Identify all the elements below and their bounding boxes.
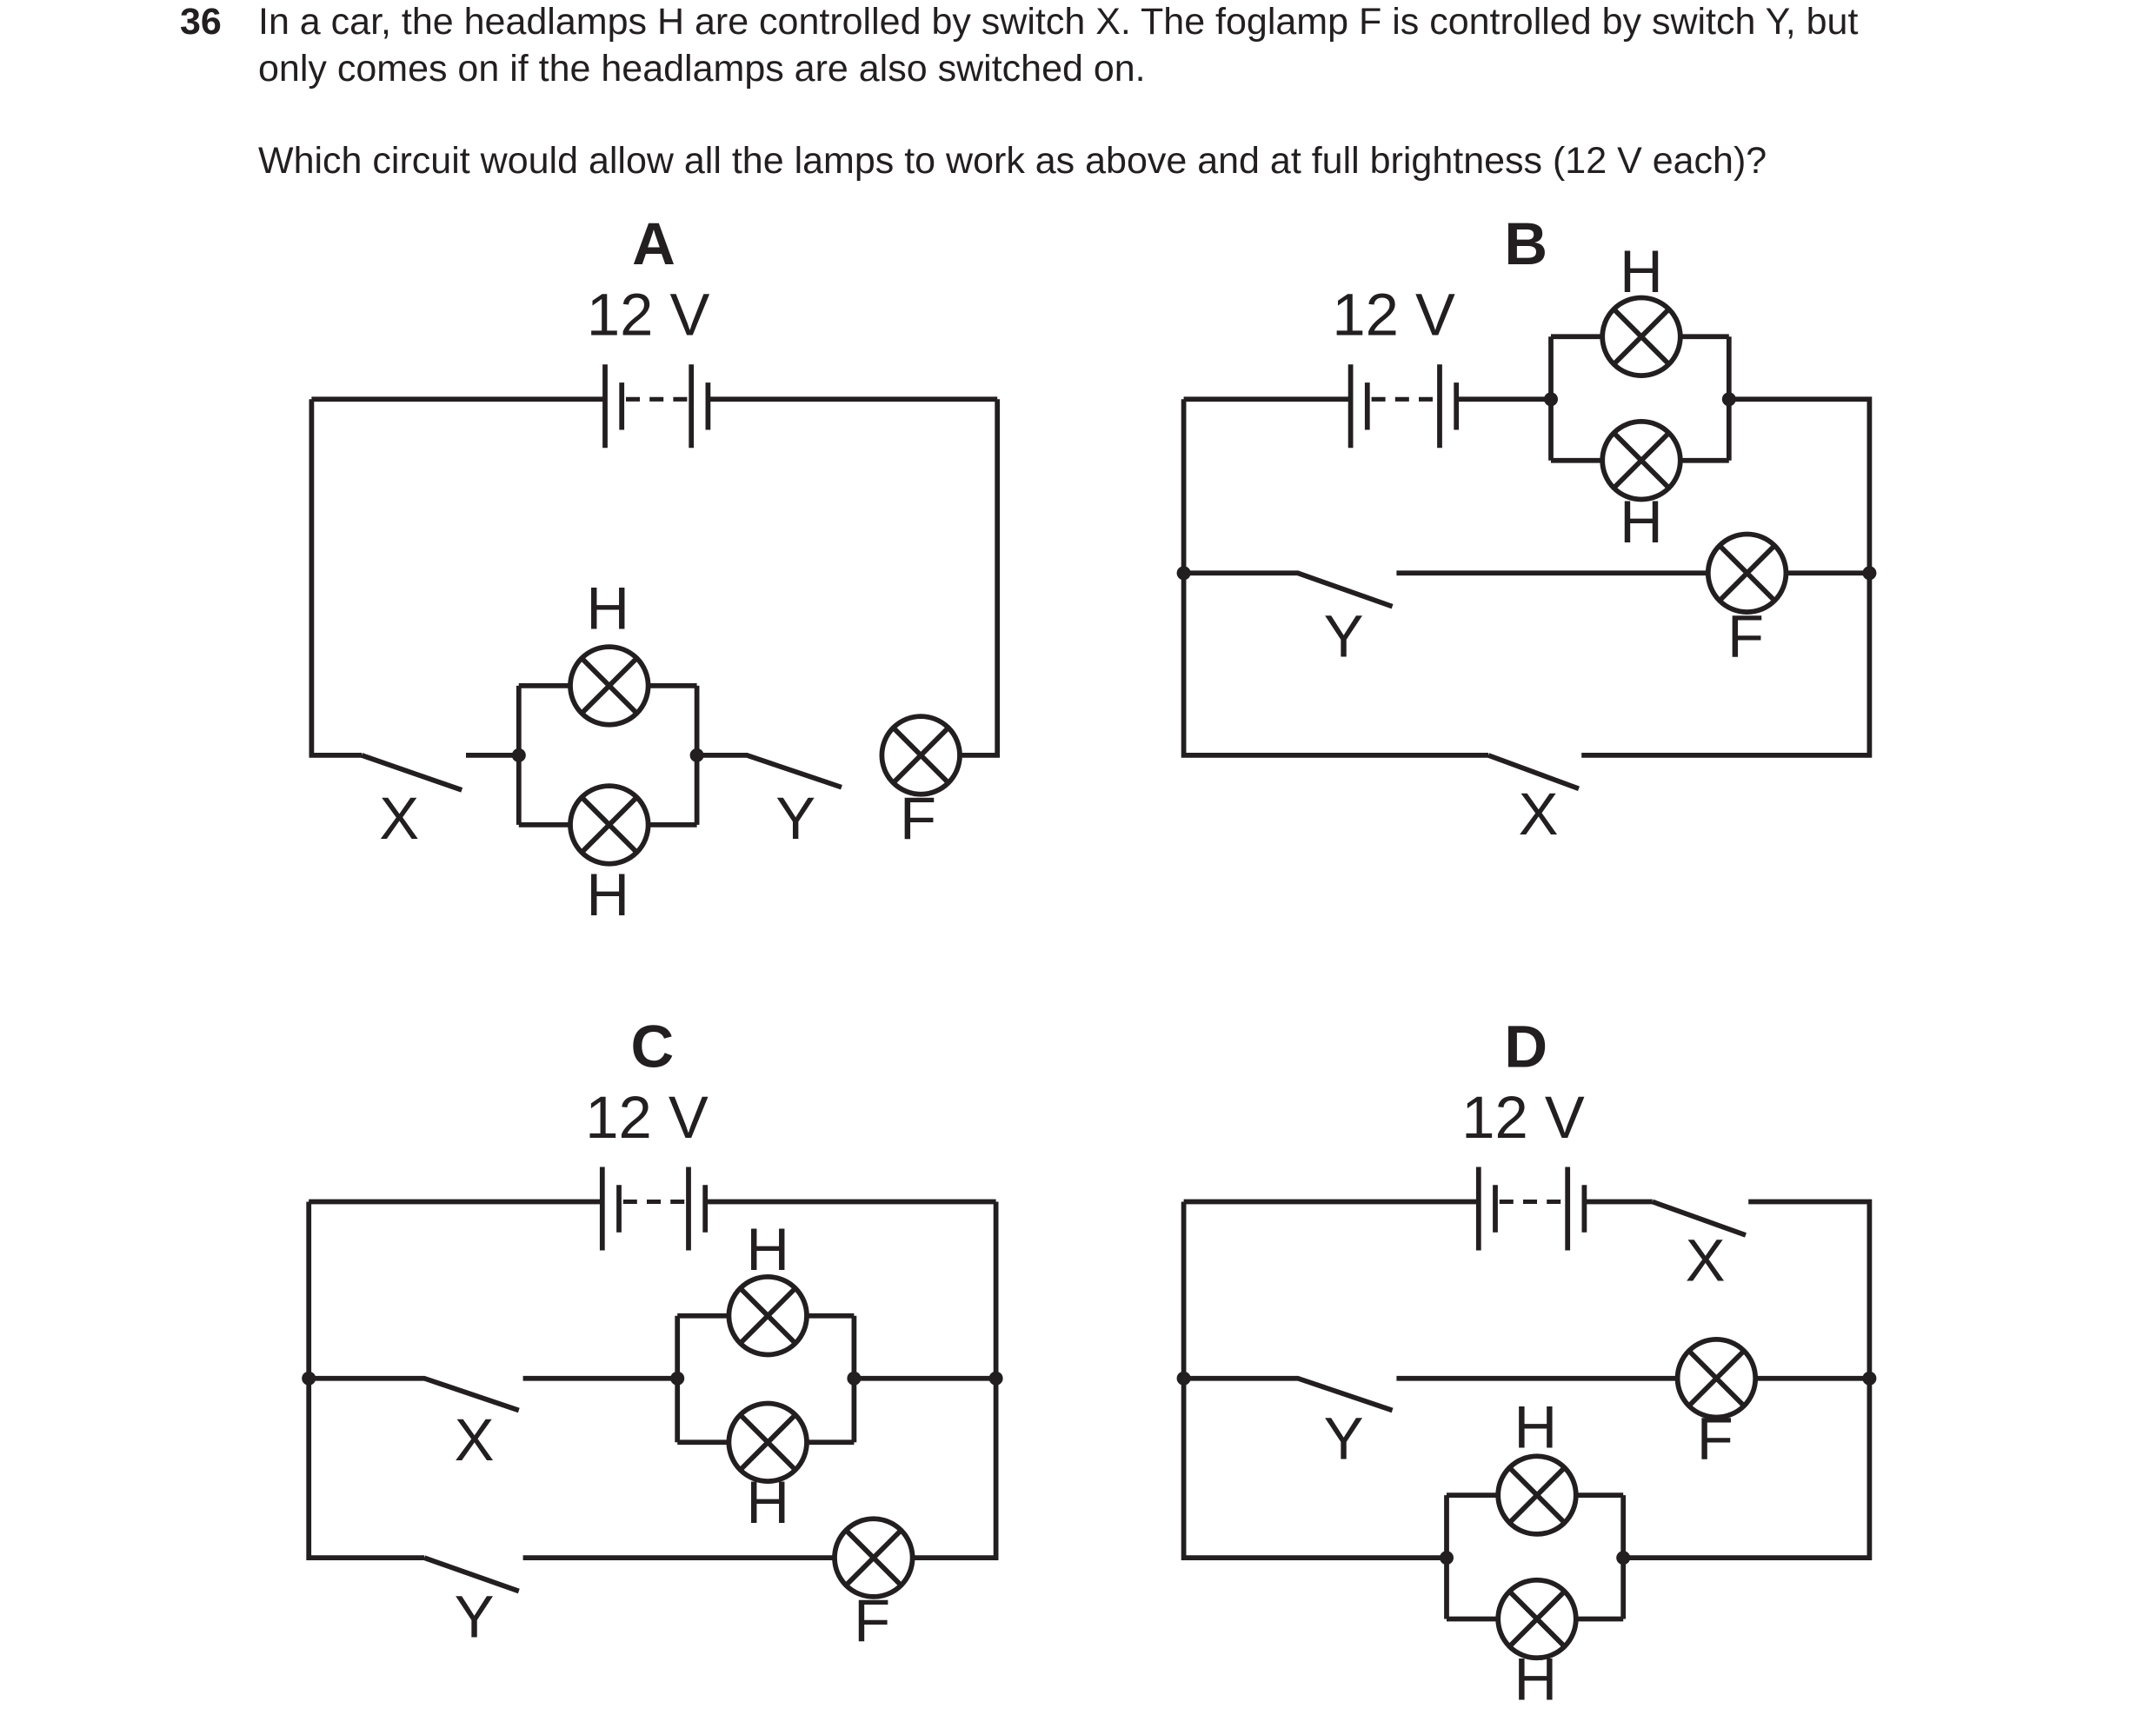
option-d-label: D (1504, 1013, 1547, 1080)
foglamp-b-label: F (1727, 602, 1764, 669)
headlamp-a-bottom (568, 783, 651, 867)
headlamp-d-bottom-label: H (1514, 1645, 1558, 1712)
junction-dot (511, 748, 526, 762)
wire-a-outer (309, 399, 1001, 758)
battery-b (1183, 364, 1551, 449)
junction-dot (689, 748, 704, 762)
switch-y-b (1183, 570, 1870, 609)
switch-x-d-label: X (1686, 1227, 1726, 1294)
question-prompt: Which circuit would allow all the lamps … (258, 140, 1767, 182)
switch-y-a (696, 753, 842, 790)
wire-c-outer (306, 1201, 999, 1560)
headlamp-d-top-label: H (1514, 1394, 1558, 1461)
headlamp-b-top (1600, 295, 1683, 378)
switch-x-a (361, 753, 519, 793)
junction-dot (988, 1371, 1003, 1386)
option-c-label: C (631, 1013, 675, 1080)
headlamp-b-bottom (1600, 419, 1683, 502)
junction-dot (847, 1371, 862, 1386)
circuit-c: C 12 V X H H Y F (302, 1013, 1003, 1654)
switch-x-b (1487, 753, 1580, 792)
foglamp-c (832, 1516, 915, 1599)
switch-y-d-label: Y (1324, 1406, 1364, 1472)
junction-dot (1544, 392, 1558, 407)
headlamp-c-top (726, 1274, 809, 1358)
junction-dot (1176, 1371, 1191, 1386)
switch-y-c (423, 1555, 835, 1594)
switch-x-c (309, 1375, 996, 1413)
foglamp-a-label: F (900, 785, 936, 852)
switch-x-a-label: X (379, 785, 419, 852)
battery-a (311, 364, 998, 449)
junction-dot (1440, 1551, 1454, 1565)
headlamp-d-top (1495, 1453, 1579, 1537)
foglamp-b (1705, 531, 1789, 615)
question-text-line-1: In a car, the headlamps H are controlled… (258, 1, 1859, 43)
switch-x-c-label: X (455, 1406, 495, 1473)
foglamp-d-label: F (1697, 1406, 1733, 1472)
headlamp-d-bottom (1495, 1577, 1579, 1661)
switch-y-d (1183, 1375, 1870, 1413)
battery-c (309, 1167, 996, 1251)
battery-a-label: 12 V (587, 282, 710, 349)
junction-dot (1616, 1551, 1631, 1565)
circuit-b: B 12 V H H Y F X (1176, 210, 1877, 848)
foglamp-a (879, 714, 962, 797)
headlamp-a-top-label: H (586, 575, 629, 641)
headlamp-c-bottom (726, 1400, 809, 1484)
option-a-label: A (632, 210, 675, 277)
junction-dot (1862, 566, 1877, 581)
option-b-label: B (1504, 210, 1547, 277)
circuit-d: D 12 V X Y F H H (1176, 1013, 1877, 1712)
switch-y-a-label: Y (775, 785, 815, 852)
headlamp-b-bottom-label: H (1620, 489, 1663, 555)
battery-d-label: 12 V (1461, 1084, 1585, 1151)
junction-dot (1176, 566, 1191, 581)
foglamp-d (1674, 1337, 1759, 1420)
battery-c-label: 12 V (585, 1084, 709, 1151)
question-text-line-2: only comes on if the headlamps are also … (258, 48, 1146, 90)
headlamp-a-bottom-label: H (586, 861, 629, 928)
headlamp-b-top-label: H (1620, 238, 1663, 305)
junction-dot (1721, 392, 1736, 407)
junction-dot (1862, 1371, 1877, 1386)
switch-y-c-label: Y (455, 1583, 495, 1650)
headlamp-c-bottom-label: H (746, 1469, 789, 1536)
wire-d-outer (1181, 1201, 1447, 1560)
switch-x-b-label: X (1519, 781, 1559, 848)
foglamp-c-label: F (854, 1587, 890, 1654)
circuit-a: A 12 V X H H Y (309, 210, 1001, 928)
battery-b-label: 12 V (1332, 282, 1455, 349)
junction-dot (670, 1371, 685, 1386)
headlamp-c-top-label: H (746, 1216, 789, 1283)
switch-y-b-label: Y (1324, 602, 1364, 669)
headlamp-a-top (568, 644, 651, 728)
battery-d (1183, 1167, 1653, 1251)
question-number: 36 (180, 1, 222, 43)
junction-dot (302, 1371, 316, 1386)
